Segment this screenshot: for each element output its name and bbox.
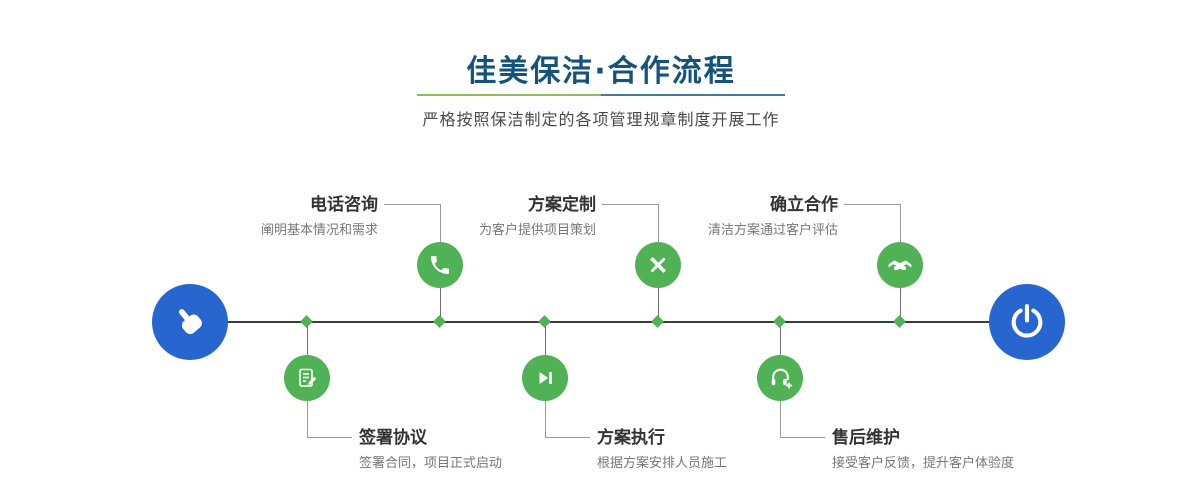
step-label: 售后维护 — [832, 428, 900, 448]
tools-icon — [650, 257, 666, 273]
step-label: 电话咨询 — [310, 195, 378, 215]
power-icon — [1011, 304, 1043, 338]
label-connector — [780, 401, 825, 438]
timeline-diamond — [433, 315, 446, 328]
step-node — [757, 355, 803, 401]
timeline-diamond — [300, 315, 313, 328]
timeline-diamond — [893, 315, 906, 328]
label-connector — [602, 204, 659, 243]
timeline-diamond — [773, 315, 786, 328]
page-title: 佳美保洁·合作流程 — [466, 54, 736, 89]
phone-icon — [431, 256, 449, 274]
step-desc: 清洁方案通过客户评估 — [707, 223, 838, 239]
play-icon — [539, 372, 552, 384]
hand-pointer-icon — [178, 309, 202, 335]
connector-stem — [440, 288, 441, 322]
step-desc: 签署合同，项目正式启动 — [359, 456, 503, 472]
step-label: 方案定制 — [528, 195, 596, 215]
contract-icon — [299, 368, 317, 387]
step-desc: 接受客户反馈，提升客户体验度 — [832, 456, 1015, 472]
step-desc: 根据方案安排人员施工 — [597, 456, 728, 472]
step-node — [522, 355, 568, 401]
start-node — [152, 284, 228, 360]
connector-stem — [658, 288, 659, 322]
step-text: 方案定制 为客户提供项目策划 — [336, 195, 596, 239]
title-divider — [417, 94, 785, 96]
timeline-line — [190, 321, 1030, 323]
connector-stem — [900, 288, 901, 322]
label-connector — [844, 204, 901, 243]
step-text: 签署协议 签署合同，项目正式启动 — [359, 428, 659, 472]
timeline-diamond — [538, 315, 551, 328]
step-desc: 阐明基本情况和需求 — [260, 223, 378, 239]
label-connector — [307, 401, 352, 438]
label-connector — [384, 204, 441, 243]
step-text: 确立合作 清洁方案通过客户评估 — [578, 195, 838, 239]
step-label: 方案执行 — [597, 428, 665, 448]
step-text: 售后维护 接受客户反馈，提升客户体验度 — [832, 428, 1132, 472]
step-node — [284, 355, 330, 401]
connector-stem — [780, 322, 781, 355]
step-label: 确立合作 — [770, 195, 838, 215]
divider-blue-segment — [601, 94, 785, 96]
connector-stem — [307, 322, 308, 355]
step-text: 方案执行 根据方案安排人员施工 — [597, 428, 897, 472]
step-node — [417, 242, 463, 288]
label-connector — [545, 401, 590, 438]
step-node — [877, 242, 923, 288]
step-node — [635, 242, 681, 288]
connector-stem — [545, 322, 546, 355]
end-node — [989, 284, 1065, 360]
handshake-icon — [888, 260, 912, 270]
step-desc: 为客户提供项目策划 — [478, 223, 596, 239]
timeline-diamond — [651, 315, 664, 328]
divider-green-segment — [417, 94, 601, 96]
page-subtitle: 严格按照保洁制定的各项管理规章制度开展工作 — [422, 110, 780, 129]
step-label: 签署协议 — [359, 428, 427, 448]
step-text: 电话咨询 阐明基本情况和需求 — [118, 195, 378, 239]
headset-icon — [771, 368, 792, 389]
